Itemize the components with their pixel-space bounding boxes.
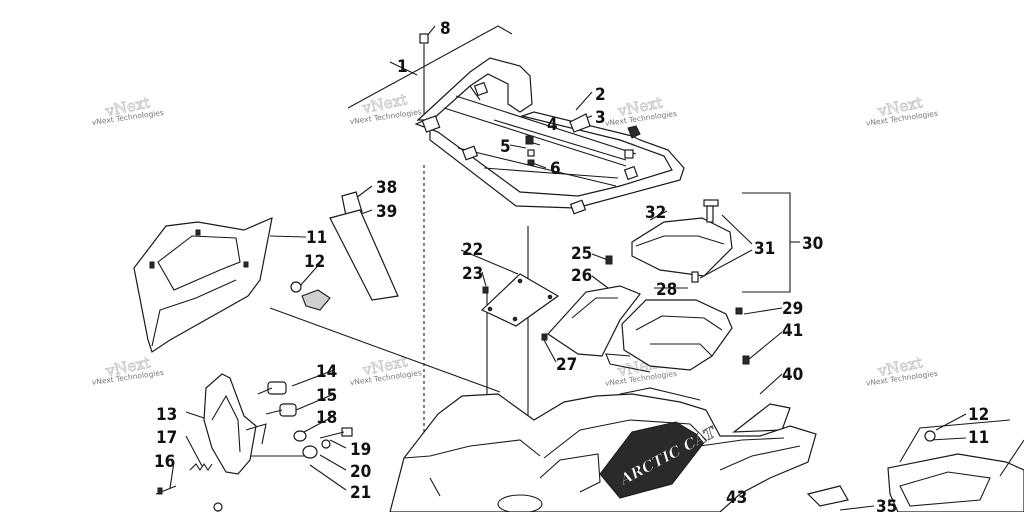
callout-31: 31 bbox=[754, 239, 775, 259]
plate-22 bbox=[480, 273, 560, 327]
washer-20 bbox=[321, 439, 331, 449]
callout-17: 17 bbox=[156, 428, 177, 448]
grommet-12-right bbox=[924, 430, 936, 442]
callout-8: 8 bbox=[440, 19, 451, 39]
callout-15: 15 bbox=[316, 386, 337, 406]
grommet-18 bbox=[293, 430, 307, 442]
callout-20: 20 bbox=[350, 462, 371, 482]
watermark-left-bottom: vNext vNext Technologies bbox=[91, 353, 164, 387]
callout-38: 38 bbox=[376, 178, 397, 198]
rack-hardware bbox=[419, 33, 641, 166]
bracket-26 bbox=[541, 255, 641, 357]
storage-box-28 bbox=[605, 299, 750, 373]
callout-11: 11 bbox=[306, 228, 327, 248]
decal-38-39 bbox=[329, 191, 399, 301]
callout-21: 21 bbox=[350, 483, 371, 503]
callout-12: 12 bbox=[304, 252, 325, 272]
nut-21 bbox=[302, 445, 318, 459]
callout-30: 30 bbox=[802, 234, 823, 254]
callout-43: 43 bbox=[726, 488, 747, 508]
taillight-housing bbox=[203, 373, 267, 475]
bulb-14 bbox=[257, 381, 287, 395]
grommet-12-left bbox=[290, 281, 331, 311]
callouts: 1 2 3 4 5 6 8 11 12 13 14 15 16 17 18 19… bbox=[154, 19, 989, 512]
callout-12-right: 12 bbox=[968, 405, 989, 425]
washer-bottom bbox=[213, 502, 223, 512]
callout-16: 16 bbox=[154, 452, 175, 472]
bulb-15 bbox=[265, 403, 297, 417]
callout-14: 14 bbox=[316, 362, 337, 382]
screw-16 bbox=[155, 485, 177, 495]
callout-11-right: 11 bbox=[968, 428, 989, 448]
watermark-center-top: vNext vNext Technologies bbox=[604, 93, 677, 128]
watermark-mid-top: vNext vNext Technologies bbox=[349, 90, 422, 126]
rear-rack bbox=[414, 57, 685, 215]
watermark-right-bottom: vNext vNext Technologies bbox=[865, 353, 938, 388]
decal-40 bbox=[732, 403, 791, 433]
callout-32: 32 bbox=[645, 203, 666, 223]
bolt-19 bbox=[319, 427, 353, 439]
watermark-left-top: vNext vNext Technologies bbox=[91, 93, 164, 127]
callout-1: 1 bbox=[397, 57, 408, 77]
left-side-panel bbox=[133, 217, 273, 353]
watermark-mid-bottom: vNext vNext Technologies bbox=[349, 352, 422, 387]
callout-40: 40 bbox=[782, 365, 803, 385]
callout-6: 6 bbox=[550, 159, 561, 179]
callout-25: 25 bbox=[571, 244, 592, 264]
storage-lid-32 bbox=[631, 199, 733, 283]
callout-22: 22 bbox=[462, 240, 483, 260]
panel-35 bbox=[806, 485, 849, 507]
right-side-panel bbox=[887, 439, 1024, 512]
callout-27: 27 bbox=[556, 355, 577, 375]
callout-19: 19 bbox=[350, 440, 371, 460]
callout-5: 5 bbox=[500, 137, 511, 157]
callout-4: 4 bbox=[547, 115, 558, 135]
leader-lines bbox=[169, 25, 1011, 512]
callout-35: 35 bbox=[876, 497, 897, 512]
spring-17 bbox=[189, 463, 213, 471]
callout-41: 41 bbox=[782, 321, 803, 341]
callout-3: 3 bbox=[595, 108, 606, 128]
callout-29: 29 bbox=[782, 299, 803, 319]
callout-39: 39 bbox=[376, 202, 397, 222]
callout-23: 23 bbox=[462, 264, 483, 284]
callout-28: 28 bbox=[656, 280, 677, 300]
callout-18: 18 bbox=[316, 408, 337, 428]
callout-26: 26 bbox=[571, 266, 592, 286]
callout-13: 13 bbox=[156, 405, 177, 425]
callout-2: 2 bbox=[595, 85, 606, 105]
watermark-right-top: vNext vNext Technologies bbox=[865, 93, 938, 128]
rear-fender bbox=[389, 387, 817, 512]
